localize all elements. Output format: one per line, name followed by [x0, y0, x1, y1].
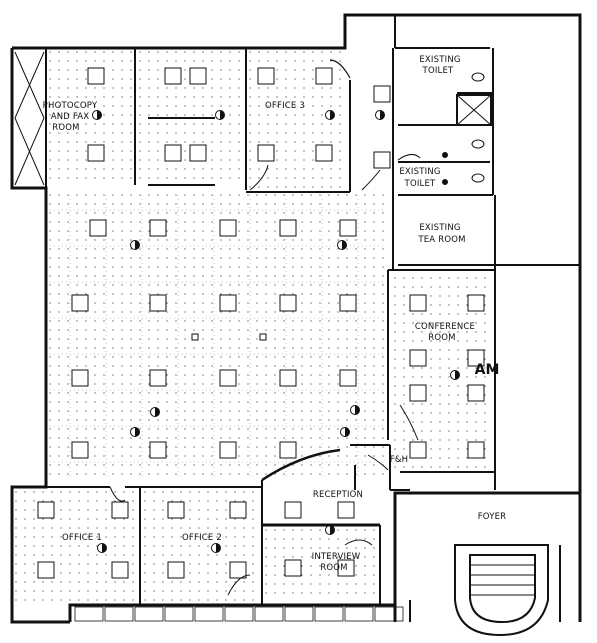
label-foyer: FOYER — [478, 512, 507, 522]
label-toilet-b-1: EXISTING — [399, 167, 440, 177]
label-toilet-a-1: EXISTING — [419, 55, 460, 65]
label-tea-2: TEA ROOM — [417, 235, 465, 245]
label-photocopy-2: AND FAX — [51, 112, 90, 122]
label-tea-1: EXISTING — [419, 223, 460, 233]
label-office-1: OFFICE 1 — [62, 533, 102, 543]
label-fh: F&H — [390, 455, 409, 465]
label-photocopy-3: ROOM — [52, 123, 79, 133]
label-conference-2: ROOM — [428, 333, 455, 343]
label-office-2: OFFICE 2 — [182, 533, 222, 543]
light-fixtures — [37, 67, 485, 622]
label-toilet-a-2: TOILET — [422, 66, 454, 76]
window-cross-marks — [14, 51, 45, 186]
label-interview-2: ROOM — [320, 563, 347, 573]
door-swings — [109, 154, 421, 596]
label-interview-1: INTERVIEW — [312, 552, 361, 562]
label-toilet-b-2: TOILET — [404, 179, 436, 189]
room-labels: PHOTOCOPY AND FAX ROOM OFFICE 3 EXISTING… — [43, 55, 507, 573]
label-conference-1: CONFERENCE — [415, 322, 475, 332]
ceiling-grid-lines — [50, 195, 385, 478]
am-mark: AM — [475, 362, 500, 378]
interior-walls — [12, 15, 580, 637]
label-reception: RECEPTION — [313, 490, 363, 500]
label-office-3: OFFICE 3 — [265, 101, 305, 111]
label-photocopy-1: PHOTOCOPY — [43, 101, 98, 111]
